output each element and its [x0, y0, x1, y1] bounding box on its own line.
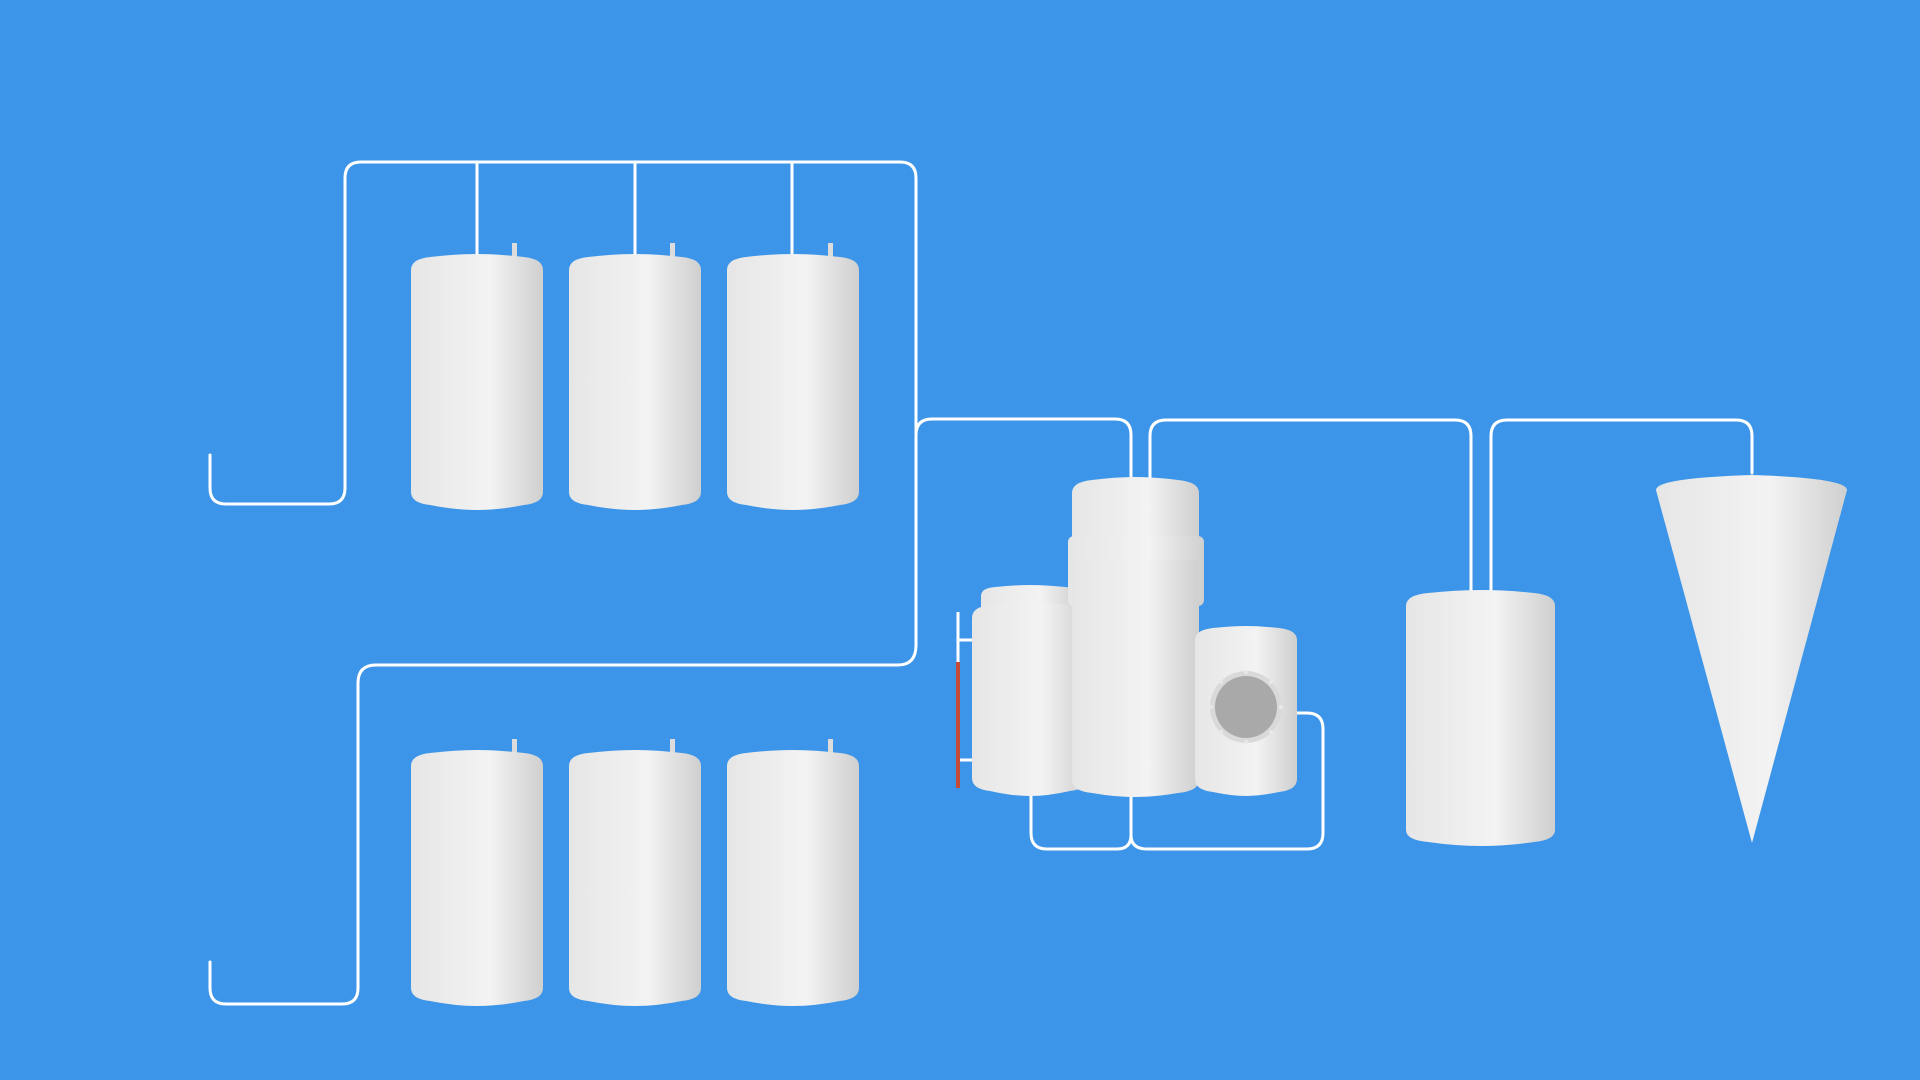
storage-tank — [727, 243, 859, 510]
top-storage-tank-row — [411, 243, 859, 510]
column-to-receiver-pipe — [1148, 418, 1473, 596]
bottom-loop-pipe — [1029, 711, 1325, 851]
sight-glass-window — [1215, 676, 1277, 738]
storage-tank — [411, 739, 543, 1006]
cone-hopper — [1656, 475, 1847, 843]
receiver-to-cone-pipe — [1489, 418, 1754, 596]
storage-tank — [727, 739, 859, 1006]
column-vessel — [1068, 477, 1204, 797]
storage-tank — [569, 739, 701, 1006]
receiver-tank — [1406, 590, 1555, 846]
sight-glass-vessel — [1195, 626, 1297, 796]
top-header-pipe — [208, 160, 918, 1006]
process-branch-pipe — [914, 417, 1133, 480]
storage-tank — [569, 243, 701, 510]
bottom-storage-tank-row — [411, 739, 859, 1006]
storage-tank — [411, 243, 543, 510]
jacketed-vessel — [972, 585, 1088, 796]
